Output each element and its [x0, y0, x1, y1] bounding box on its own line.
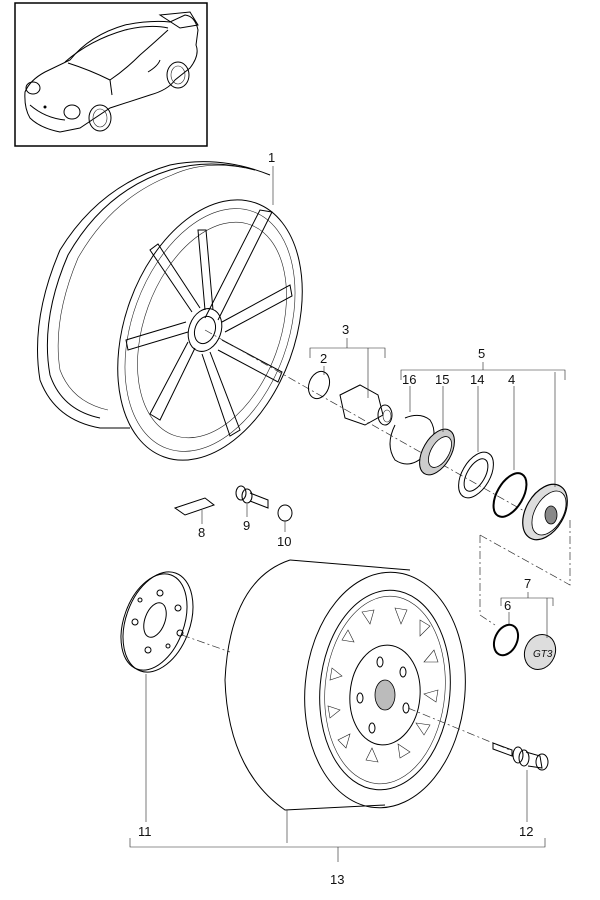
callout-1[interactable]: 1 [268, 150, 275, 165]
callout-8[interactable]: 8 [198, 525, 205, 540]
car-thumbnail[interactable] [14, 2, 208, 147]
callout-12[interactable]: 12 [519, 824, 533, 839]
bearing-plate[interactable] [412, 423, 461, 480]
callout-14[interactable]: 14 [470, 372, 484, 387]
callout-7[interactable]: 7 [524, 576, 531, 591]
hub-cap[interactable]: GT3 [519, 629, 561, 674]
assembly-guide-line [479, 520, 571, 626]
callout-3[interactable]: 3 [342, 322, 349, 337]
wheel-spacer[interactable] [109, 562, 206, 682]
callout-11[interactable]: 11 [138, 824, 152, 839]
spare-wheel[interactable] [224, 559, 475, 815]
thumbnail-frame [14, 2, 208, 147]
balance-weight[interactable] [173, 497, 216, 516]
rim-windows [327, 607, 439, 763]
wheel-rim[interactable] [37, 161, 337, 486]
callout-15[interactable]: 15 [435, 372, 449, 387]
axis-line [204, 329, 541, 521]
o-ring-2[interactable] [305, 368, 333, 401]
callout-13[interactable]: 13 [330, 872, 344, 887]
hubcap-logo: GT3 [533, 649, 553, 660]
hub-nut[interactable] [339, 384, 393, 426]
valve-cap[interactable] [277, 504, 293, 522]
wheel-spokes [125, 209, 293, 437]
leader-lines [129, 166, 566, 862]
callout-5[interactable]: 5 [478, 346, 485, 361]
o-ring-4[interactable] [487, 468, 534, 523]
valve[interactable] [235, 485, 269, 509]
wheel-bolt[interactable] [492, 742, 549, 771]
washer[interactable] [451, 446, 500, 503]
callout-9[interactable]: 9 [243, 518, 250, 533]
callout-10[interactable]: 10 [277, 534, 291, 549]
callout-2[interactable]: 2 [320, 351, 327, 366]
center-lock-nut[interactable] [514, 477, 577, 548]
callout-6[interactable]: 6 [504, 598, 511, 613]
callout-labels: 1 2 3 4 5 6 7 8 9 10 11 12 13 14 15 16 [138, 150, 533, 887]
o-ring-6[interactable] [489, 621, 522, 659]
spacer-axis-line [181, 634, 231, 653]
callout-16[interactable]: 16 [402, 372, 416, 387]
callout-4[interactable]: 4 [508, 372, 515, 387]
car-icon [24, 11, 199, 133]
